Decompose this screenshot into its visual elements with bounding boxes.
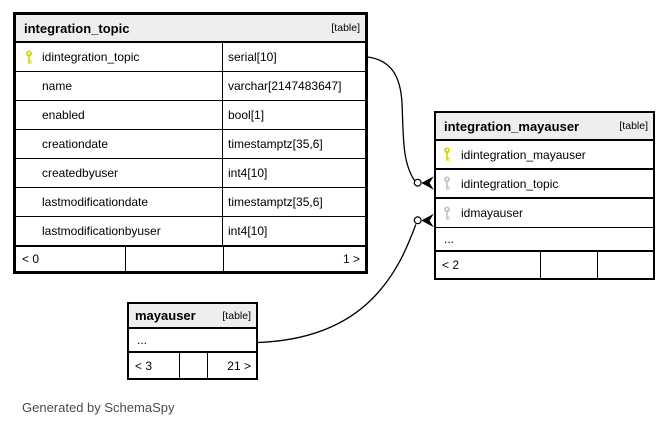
column-name: createdbyuser [42,166,119,180]
ellipsis-label: ... [137,333,148,347]
column-name: idmayauser [461,206,524,220]
pagination-middle [179,353,207,378]
table-name[interactable]: integration_topic [24,20,130,36]
ellipsis-label: ... [444,232,455,246]
foreign-key-icon [444,176,450,190]
table-row: createdbyuser int4[10] [16,159,365,188]
table-name[interactable]: integration_mayauser [444,118,580,134]
table-row: lastmodificationdate timestamptz[35,6] [16,188,365,217]
column-name: lastmodificationbyuser [42,224,161,238]
column-name: idintegration_topic [42,50,140,64]
table-tag: [table] [222,309,251,322]
column-name: name [42,79,73,93]
table-row: creationdate timestamptz[35,6] [16,130,365,159]
table-row: lastmodificationbyuser int4[10] [16,217,365,246]
table-row-ellipsis: ... [436,228,653,251]
table-header-integration-mayauser[interactable]: integration_mayauser [table] [436,113,653,141]
column-name: idintegration_mayauser [461,147,586,162]
table-pagination: < 2 [436,251,653,278]
table-name[interactable]: mayauser [135,308,196,323]
pagination-middle [125,247,223,271]
table-pagination: < 0 1 > [16,246,365,271]
table-row: enabled bool[1] [16,101,365,130]
pagination-middle [540,252,597,278]
pagination-prev[interactable]: < 2 [442,258,460,272]
column-name: idintegration_topic [461,176,559,191]
column-name: enabled [42,108,85,122]
table-pagination: < 3 21 > [129,352,256,378]
cardinality-circle-icon [413,178,422,187]
column-type: int4[10] [222,217,365,245]
column-type: int4[10] [222,159,365,187]
connector-path-integration-topic-to-mayauser-link [367,56,416,181]
column-type: timestamptz[35,6] [222,188,365,216]
column-type: timestamptz[35,6] [222,130,365,158]
table-row-ellipsis: ... [129,329,256,352]
table-row: idintegration_mayauser [436,141,653,170]
table-row: idmayauser [436,199,653,228]
pagination-next[interactable]: 1 > [223,247,365,271]
table-row: idintegration_topic serial[10] [16,43,365,72]
connector-path-mayauser-to-mayauser-link [257,224,417,344]
pagination-prev[interactable]: < 0 [22,252,40,266]
pagination-next [597,252,653,278]
pagination-prev[interactable]: < 3 [135,358,153,373]
primary-key-icon [444,147,450,161]
generated-by-note: Generated by SchemaSpy [22,400,175,415]
table-header-mayauser[interactable]: mayauser [table] [129,304,256,329]
crowfoot-arrow-icon [421,176,434,190]
table-row: name varchar[2147483647] [16,72,365,101]
cardinality-circle-icon [413,216,422,225]
primary-key-icon [26,49,32,64]
table-tag: [table] [619,120,648,132]
column-name: creationdate [42,137,109,151]
table-row: idintegration_topic [436,170,653,199]
column-name: lastmodificationdate [42,195,149,209]
table-mayauser: mayauser [table] ... < 3 21 > [127,302,258,380]
pagination-next[interactable]: 21 > [207,353,256,378]
table-integration-topic: integration_topic [table] idintegration_… [13,12,368,274]
column-type: varchar[2147483647] [222,72,365,100]
foreign-key-icon [444,205,450,220]
table-header-integration-topic[interactable]: integration_topic [table] [16,15,365,43]
table-tag: [table] [331,22,360,34]
table-integration-mayauser: integration_mayauser [table] idintegrati… [434,111,655,280]
column-type: serial[10] [222,43,365,71]
crowfoot-arrow-icon [421,213,434,228]
column-type: bool[1] [222,101,365,129]
